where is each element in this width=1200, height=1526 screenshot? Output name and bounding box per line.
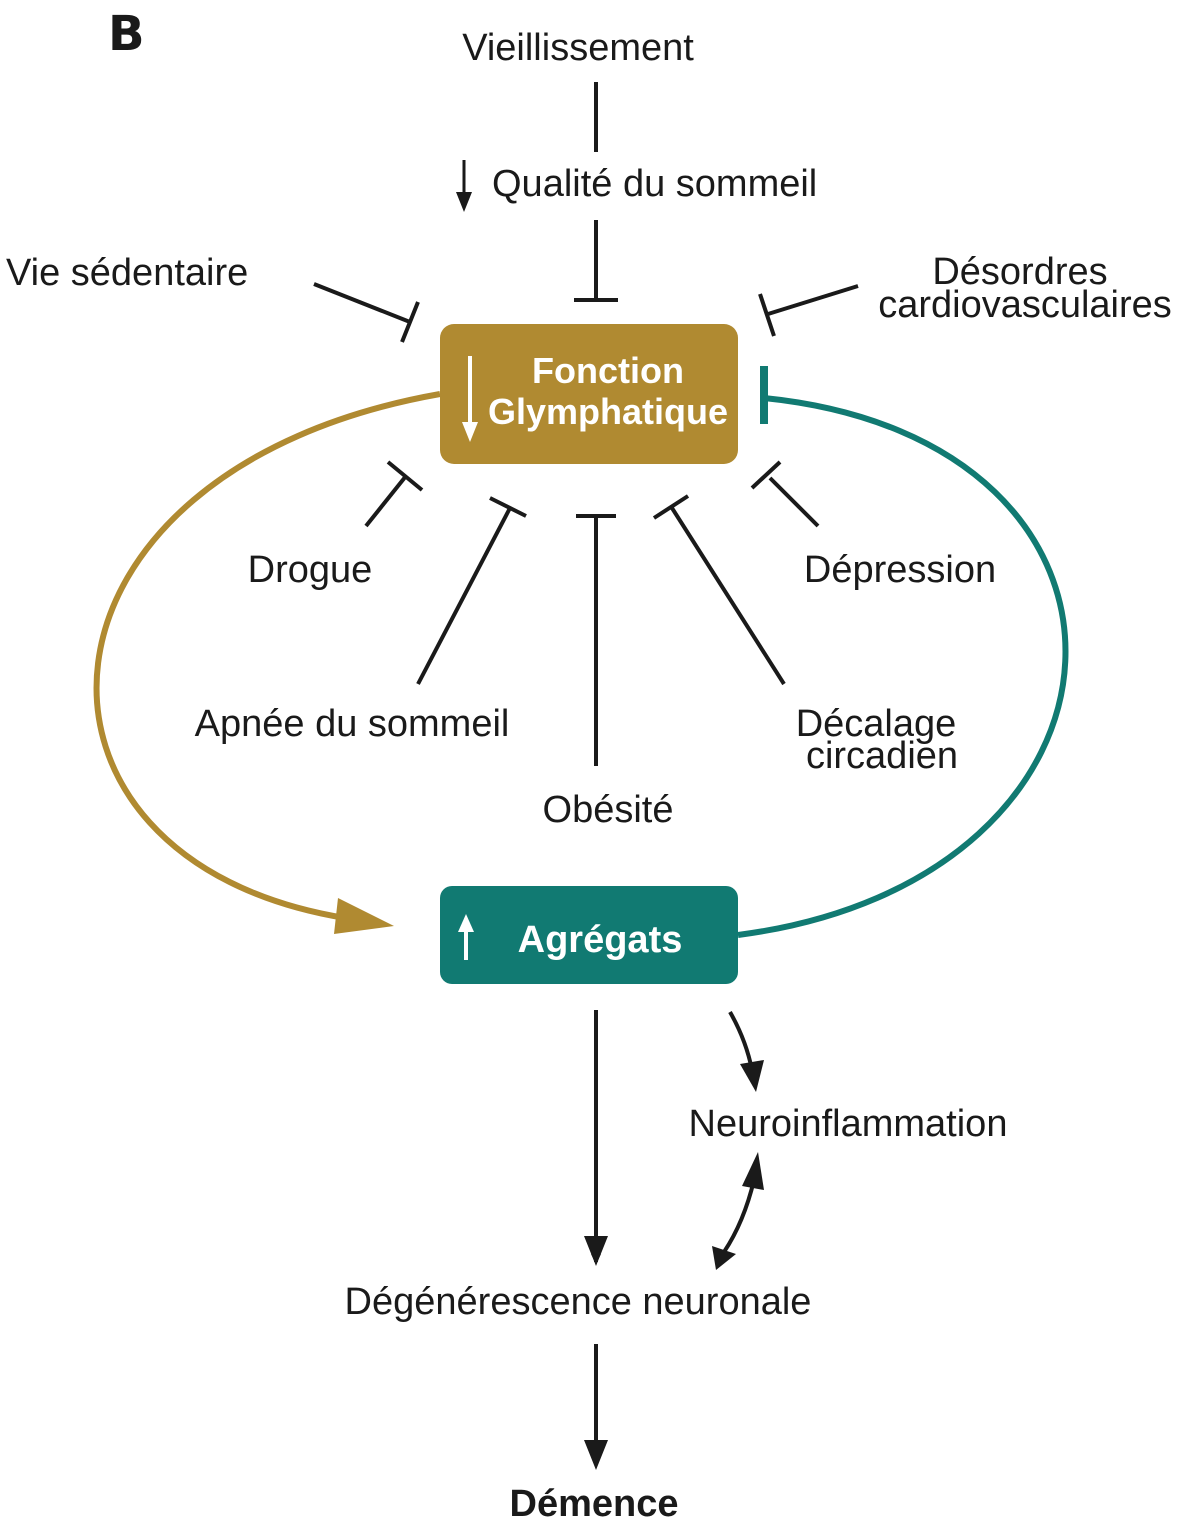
arrowhead [742, 1152, 764, 1190]
arrowhead [584, 1440, 608, 1470]
panel-label: B [108, 6, 145, 62]
up-arrow-icon [458, 914, 474, 960]
node-degenerescence: Dégénérescence neuronale [345, 1281, 812, 1323]
node-depression: Dépression [804, 549, 996, 591]
fonction-line1: Fonction [532, 350, 684, 391]
arrowhead [584, 1236, 608, 1266]
down-arrow-icon [456, 160, 472, 212]
node-demence: Démence [510, 1483, 679, 1525]
inhibit-qualite [574, 220, 618, 302]
node-apnee: Apnée du sommeil [195, 703, 510, 745]
inhibit-depression [750, 460, 820, 528]
node-vieillissement: Vieillissement [462, 27, 694, 69]
arrowhead [712, 1246, 736, 1270]
arrowhead [740, 1060, 764, 1092]
fonction-glymphatique-box [440, 324, 738, 464]
arrow-agregats-neuroinflammation [728, 1011, 754, 1071]
node-neuroinflammation: Neuroinflammation [689, 1103, 1008, 1145]
node-qualite-sommeil: Qualité du sommeil [492, 163, 817, 205]
node-vie-sedentaire: Vie sédentaire [6, 252, 248, 294]
gold-loop-arrow [93, 391, 441, 921]
agregats-box [440, 886, 738, 984]
inhibit-obesite [576, 514, 616, 766]
node-drogue: Drogue [248, 549, 373, 591]
inhibit-desordres [758, 284, 859, 337]
node-desordres-line2: cardiovasculaires [878, 284, 1172, 326]
arrow-bidirectional [722, 1179, 756, 1254]
down-arrow-icon [462, 356, 478, 442]
node-decalage-line2: circadien [806, 735, 958, 777]
gold-arrowhead [334, 898, 394, 934]
inhibit-vie-sedentaire [313, 282, 420, 343]
node-decalage-line1: Décalage [796, 703, 957, 745]
teal-loop-inhibit [737, 395, 1069, 938]
inhibit-decalage [652, 494, 786, 686]
inhibit-drogue [364, 460, 424, 528]
node-obesite: Obésité [543, 789, 674, 831]
node-desordres-line1: Désordres [932, 251, 1107, 293]
node-agregats: Agrégats [518, 919, 683, 961]
inhibit-apnee [416, 496, 527, 685]
fonction-line2: Glymphatique [488, 391, 728, 432]
